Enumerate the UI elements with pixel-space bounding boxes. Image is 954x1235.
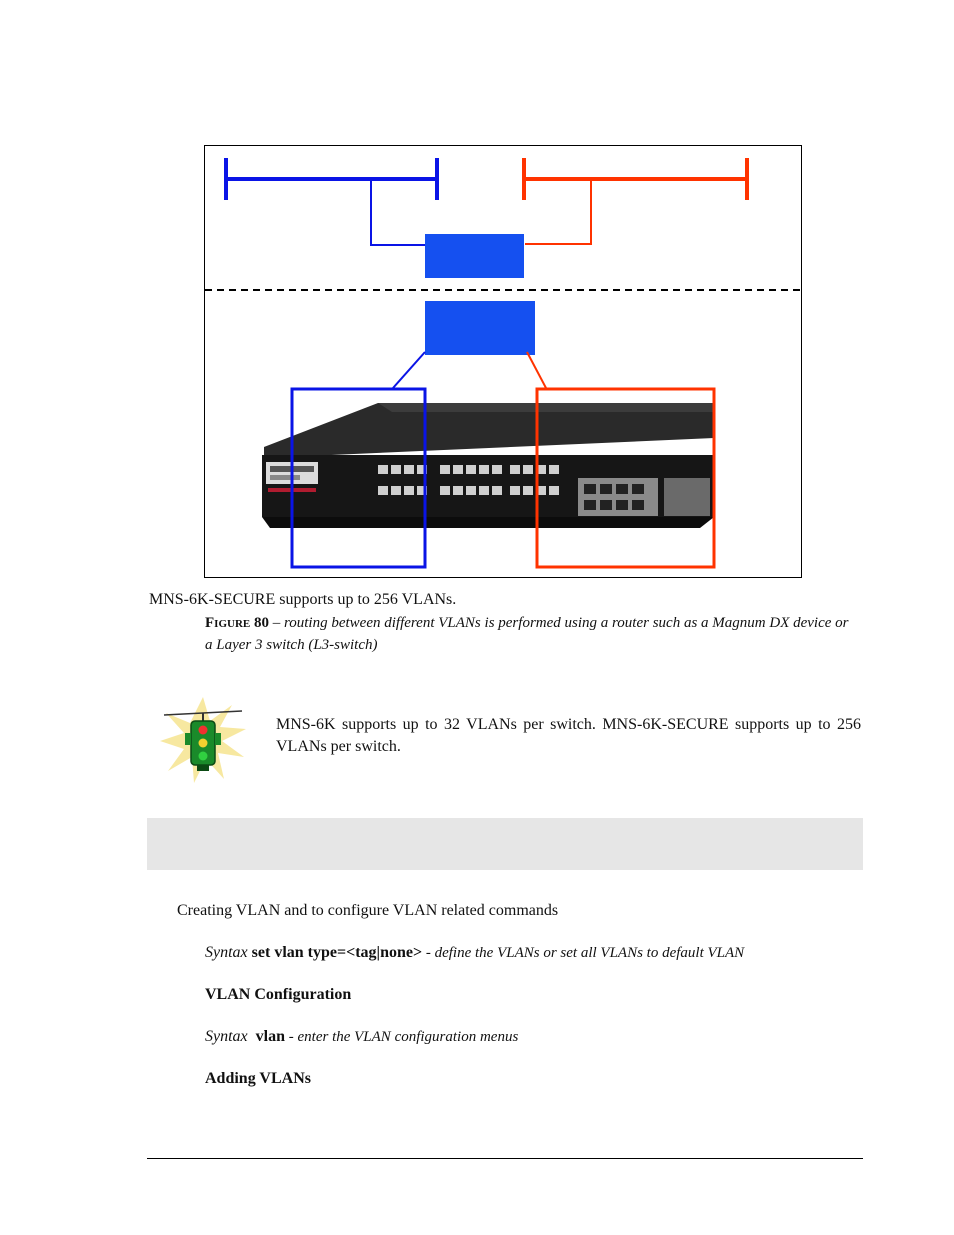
figure-frame bbox=[204, 145, 802, 578]
heading-vlan-configuration: VLAN Configuration bbox=[205, 986, 352, 1003]
rj45-ports bbox=[378, 465, 559, 495]
blue-link-to-router bbox=[370, 179, 426, 246]
syntax-set-vlan: Syntax set vlan type=<tag|none> - define… bbox=[205, 944, 744, 962]
syntax-command: vlan bbox=[255, 1028, 285, 1045]
figure-label: Figure 80 bbox=[205, 615, 269, 631]
syntax-label: Syntax bbox=[205, 944, 248, 961]
figure-caption: Figure 80 – routing between different VL… bbox=[205, 612, 855, 656]
red-link-to-ports bbox=[526, 351, 547, 389]
red-link-to-router bbox=[525, 179, 592, 245]
blue-vlan-bus bbox=[224, 158, 439, 200]
caption-text: routing between different VLANs is perfo… bbox=[205, 615, 849, 653]
note-text: MNS-6K supports up to 32 VLANs per switc… bbox=[276, 716, 861, 755]
syntax-command: set vlan type=<tag|none> bbox=[251, 944, 423, 961]
router-box bbox=[425, 234, 524, 278]
fiber-modules bbox=[578, 478, 710, 516]
footer-rule bbox=[147, 1158, 863, 1159]
blue-link-to-ports bbox=[392, 351, 426, 389]
l3-switch-box bbox=[425, 301, 535, 355]
syntax-vlan: Syntax vlan - enter the VLAN configurati… bbox=[205, 1028, 518, 1046]
support-line: MNS-6K-SECURE supports up to 256 VLANs. bbox=[149, 591, 457, 608]
syntax-description: - define the VLANs or set all VLANs to d… bbox=[422, 945, 745, 961]
traffic-light-icon bbox=[160, 697, 246, 783]
caption-separator: – bbox=[268, 615, 284, 631]
intro-text: Creating VLAN and to configure VLAN rela… bbox=[177, 902, 559, 919]
heading-adding-vlans: Adding VLANs bbox=[205, 1070, 311, 1087]
blue-port-group bbox=[290, 387, 427, 569]
red-vlan-bus bbox=[522, 158, 749, 200]
red-port-group bbox=[535, 387, 716, 569]
syntax-description: - enter the VLAN configuration menus bbox=[285, 1029, 519, 1045]
section-bar bbox=[147, 818, 863, 870]
syntax-label: Syntax bbox=[205, 1028, 248, 1045]
